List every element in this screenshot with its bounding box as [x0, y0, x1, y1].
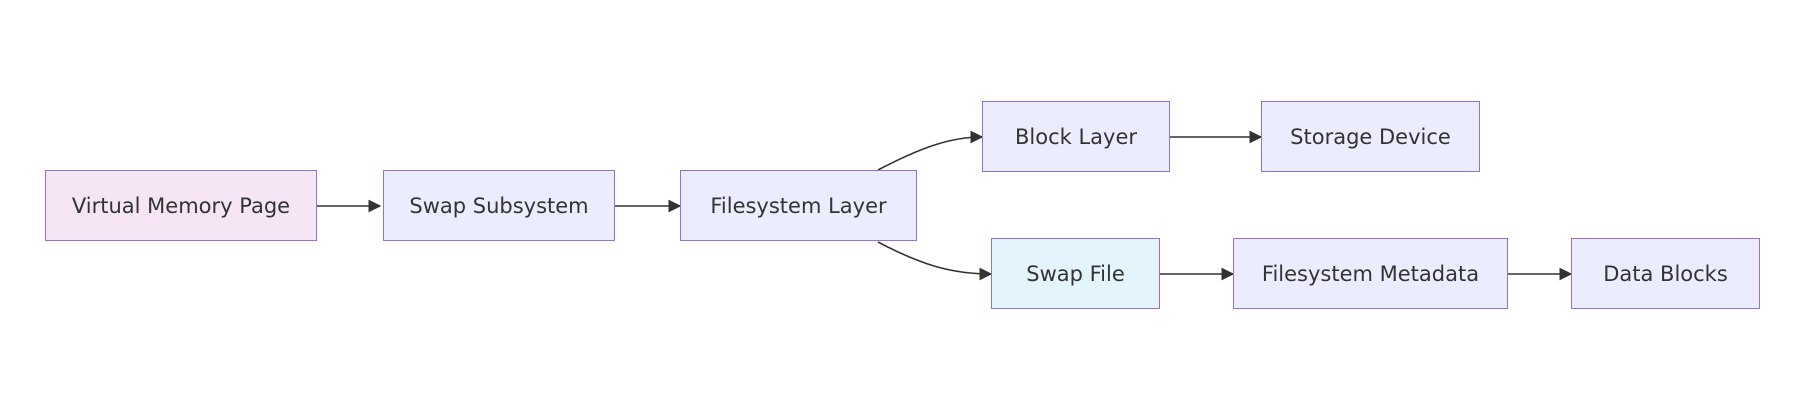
node-block-layer[interactable]: Block Layer: [982, 101, 1170, 172]
node-swap-subsystem[interactable]: Swap Subsystem: [383, 170, 615, 241]
node-swap-file[interactable]: Swap File: [991, 238, 1160, 309]
node-label: Block Layer: [1014, 124, 1138, 149]
node-label: Filesystem Metadata: [1261, 261, 1480, 286]
node-storage-device[interactable]: Storage Device: [1261, 101, 1480, 172]
node-label: Swap Subsystem: [409, 193, 589, 218]
node-label: Swap File: [1026, 261, 1125, 286]
node-label: Storage Device: [1290, 124, 1451, 149]
node-label: Filesystem Layer: [710, 193, 887, 218]
edge-filesystem-layer-to-swap-file: [877, 241, 993, 281]
node-virtual-memory-page[interactable]: Virtual Memory Page: [45, 170, 317, 241]
node-filesystem-metadata[interactable]: Filesystem Metadata: [1233, 238, 1508, 309]
node-data-blocks[interactable]: Data Blocks: [1571, 238, 1760, 309]
node-label: Data Blocks: [1603, 261, 1728, 286]
node-label: Virtual Memory Page: [71, 193, 291, 218]
node-filesystem-layer[interactable]: Filesystem Layer: [680, 170, 917, 241]
edge-filesystem-layer-to-block-layer: [877, 130, 984, 171]
